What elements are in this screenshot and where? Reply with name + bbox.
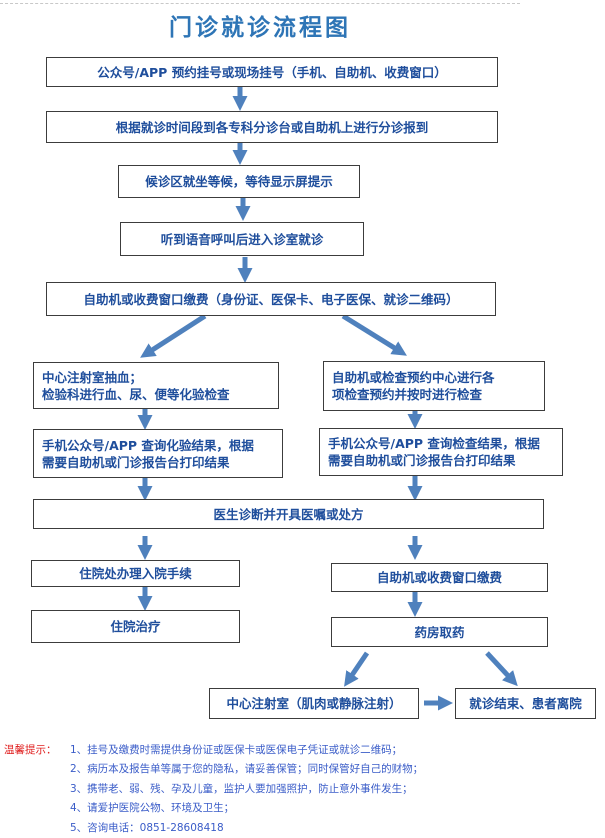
step-lab-test: 中心注射室抽血； 检验科进行血、尿、便等化验检查 [33,362,279,409]
step-inpatient: 住院治疗 [31,610,240,643]
step-payment-2-text: 自助机或收费窗口缴费 [376,570,502,585]
step-consult-text: 听到语音呼叫后进入诊室就诊 [160,231,324,247]
tip-item: 5、咨询电话：0851-28608418 [70,821,224,834]
step-admission: 住院处办理入院手续 [31,560,240,587]
page-title: 门诊就诊流程图 [169,15,351,41]
step-exam-result-line1: 手机公众号/APP 查询检查结果，根据 [328,436,540,451]
step-triage: 根据就诊时间段到各专科分诊台或自助机上进行分诊报到 [46,111,498,143]
step-exam-result: 手机公众号/APP 查询检查结果，根据 需要自助机或门诊报告台打印结果 [319,428,563,476]
step-register-text: 公众号/APP 预约挂号或现场挂号（手机、自助机、收费窗口） [97,64,447,80]
tip-item: 4、请爱护医院公物、环境及卫生； [70,802,235,815]
step-waiting-text: 候诊区就坐等候，等待显示屏提示 [145,174,333,189]
step-inpatient-text: 住院治疗 [110,619,161,634]
step-end-text: 就诊结束、患者离院 [469,696,582,711]
step-lab-result: 手机公众号/APP 查询化验结果，根据 需要自助机或门诊报告台打印结果 [33,429,283,478]
step-pharmacy-text: 药房取药 [414,624,465,640]
step-exam-booking-line2: 项检查预约并按时进行检查 [332,387,483,402]
step-pharmacy: 药房取药 [331,617,548,647]
step-waiting: 候诊区就坐等候，等待显示屏提示 [118,165,360,198]
tip-item: 3、携带老、弱、残、孕及儿童，监护人要加强照护，防止意外事件发生； [70,782,413,795]
step-lab-result-line1: 手机公众号/APP 查询化验结果，根据 [42,437,254,453]
step-injection-text: 中心注射室（肌肉或静脉注射） [226,696,402,711]
step-exam-booking-line1: 自助机或检查预约中心进行各 [332,370,495,385]
header-rule [0,3,520,4]
tip-item: 1、挂号及缴费时需提供身份证或医保卡或医保电子凭证或就诊二维码； [70,744,403,756]
step-exam-result-line2: 需要自助机或门诊报告台打印结果 [328,453,516,468]
step-payment-text: 自助机或收费窗口缴费（身份证、医保卡、电子医保、就诊二维码） [83,291,459,307]
step-lab-test-line2: 检验科进行血、尿、便等化验检查 [42,386,230,402]
step-diagnosis-text: 医生诊断并开具医嘱或处方 [213,506,364,522]
step-lab-result-line2: 需要自助机或门诊报告台打印结果 [42,454,230,470]
step-consult: 听到语音呼叫后进入诊室就诊 [120,222,364,256]
step-exam-booking: 自助机或检查预约中心进行各 项检查预约并按时进行检查 [323,361,545,411]
step-end: 就诊结束、患者离院 [455,688,596,719]
step-diagnosis: 医生诊断并开具医嘱或处方 [33,499,544,529]
tip-item: 2、病历本及报告单等属于您的隐私，请妥善保管；同时保管好自己的财物； [70,763,424,776]
step-payment: 自助机或收费窗口缴费（身份证、医保卡、电子医保、就诊二维码） [46,282,496,316]
tips-label: 温馨提示： [4,744,57,756]
step-payment-2: 自助机或收费窗口缴费 [331,563,548,592]
step-lab-test-line1: 中心注射室抽血； [42,369,143,385]
step-triage-text: 根据就诊时间段到各专科分诊台或自助机上进行分诊报到 [115,119,429,135]
arrow-s5-left [140,313,207,358]
step-register: 公众号/APP 预约挂号或现场挂号（手机、自助机、收费窗口） [46,57,498,87]
step-injection: 中心注射室（肌肉或静脉注射） [209,688,419,719]
arrow-s5-right [341,313,407,356]
arrow-pharmacy-end [485,651,518,687]
step-admission-text: 住院处办理入院手续 [79,566,192,581]
arrow-pharmacy-injection [344,651,370,687]
